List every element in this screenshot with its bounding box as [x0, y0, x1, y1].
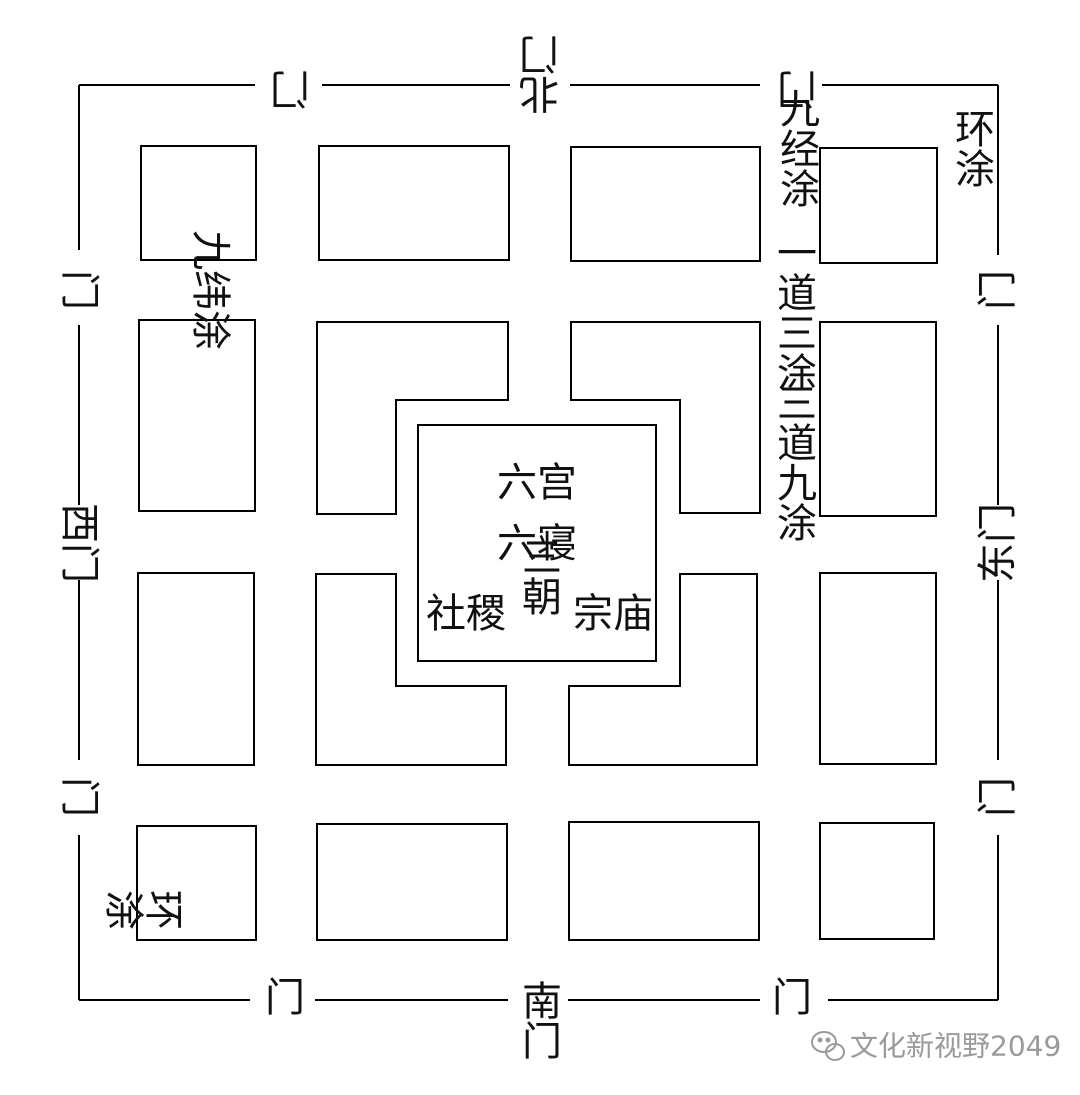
block [140, 145, 257, 261]
three-courts-label: 三朝 [515, 536, 561, 616]
block [137, 572, 255, 766]
gate-east-upper-label: 门 [975, 270, 1021, 310]
gate-north-left-label: 门 [270, 65, 310, 111]
gate-north-label: 北门 [520, 35, 566, 115]
wechat-icon [811, 1031, 845, 1061]
jiu-wei-road-label: 九纬涂 [187, 230, 233, 350]
block [819, 572, 937, 765]
gate-west-upper-label: 门 [56, 270, 102, 310]
block [316, 823, 508, 941]
gate-east-lower-label: 门 [975, 777, 1021, 817]
gate-west-label: 西门 [56, 503, 102, 583]
ancestral-temple-label: 宗庙 [573, 591, 653, 637]
block [819, 147, 938, 264]
ring-road-west-label: 环涂 [105, 883, 185, 929]
watermark-text: 文化新视野2049 [850, 1030, 1061, 1063]
six-chambers-label: 六寝 [497, 521, 577, 567]
block [819, 321, 937, 517]
labels: 北门 门 门 南门 门 门 西门 门 门 东门 门 门 环涂 环涂 九经涂 九纬… [56, 35, 1021, 1060]
l-block-nw [316, 321, 509, 515]
three-roads-nine-tu-label: 三道九涂 [770, 382, 816, 542]
block [138, 319, 256, 512]
jiu-jing-road-label: 九经涂 [773, 88, 819, 208]
one-road-three-tu-label: 一道三涂 [770, 232, 816, 392]
gate-south-right-label: 门 [772, 975, 812, 1021]
l-block-sw [315, 573, 507, 766]
gate-east-label: 东门 [975, 503, 1021, 583]
gate-west-lower-label: 门 [56, 777, 102, 817]
block [318, 145, 510, 261]
palace-block [417, 424, 657, 662]
watermark: 文化新视野2049 [811, 1030, 1061, 1063]
gate-north-right-label: 门 [777, 65, 817, 111]
gate-south-left-label: 门 [265, 975, 305, 1021]
gate-south-label: 南门 [515, 980, 561, 1060]
city-wall [78, 84, 999, 1001]
block [136, 825, 257, 941]
altar-label: 社稷 [426, 591, 506, 637]
six-palaces-label: 六宫 [497, 460, 577, 506]
l-block-se [568, 573, 758, 766]
block [819, 822, 935, 940]
ring-road-east-label: 环涂 [948, 108, 994, 188]
block [568, 821, 760, 941]
city-blocks [136, 145, 938, 941]
l-block-ne [570, 321, 761, 514]
block [570, 146, 761, 262]
